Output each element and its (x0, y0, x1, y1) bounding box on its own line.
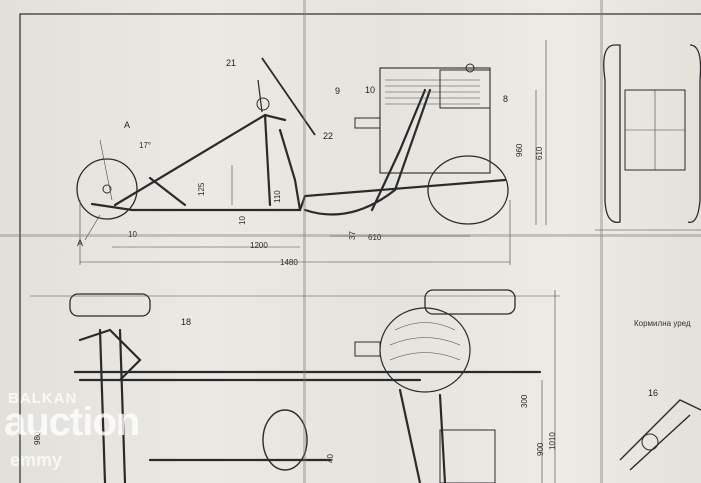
dim-extension-lines (79, 200, 511, 265)
dim-1200: 1200 (250, 241, 268, 250)
dim-125: 125 (197, 182, 206, 196)
watermark-line-2: auction (4, 400, 140, 444)
fold-crease-horizontal (0, 234, 701, 237)
angle-label: 17° (139, 141, 151, 150)
fuel-cap (465, 63, 475, 73)
plan-dim-verticals (541, 290, 556, 483)
rear-wheel (427, 155, 509, 225)
dim-10-vertical: 10 (238, 216, 247, 225)
steering-wheel (261, 57, 316, 136)
fuel-tank (439, 69, 491, 109)
section-line-a (84, 139, 113, 241)
plan-steering-wheel (262, 409, 308, 471)
plan-side-rails (98, 328, 127, 483)
dim-610: 610 (368, 233, 382, 242)
front-view-tire-right (687, 44, 701, 223)
plan-rear-wheel (424, 289, 516, 315)
dim-610-vertical: 610 (535, 146, 544, 160)
part-label-16: 16 (648, 388, 658, 398)
steering-hub (256, 97, 270, 111)
carburetor (354, 117, 381, 129)
dim-300: 300 (520, 394, 529, 408)
detail-steering-part (619, 399, 701, 471)
dim-900: 900 (536, 442, 545, 456)
dim-1010: 1010 (548, 432, 557, 450)
front-view-centerlines (625, 90, 685, 170)
part-label-21: 21 (226, 58, 236, 68)
auction-watermark: BALKAN auction emmy (2, 390, 192, 480)
part-label-9: 9 (335, 86, 340, 96)
watermark-line-3: emmy (10, 450, 63, 470)
drawing-border (19, 13, 701, 483)
front-wheel (76, 158, 138, 220)
engine-fins (385, 79, 480, 105)
dim-10: 10 (128, 230, 137, 239)
steering-shaft (257, 79, 263, 113)
dim-40: 40 (326, 454, 335, 463)
dim-960: 960 (515, 143, 524, 157)
seat-upright (263, 113, 272, 207)
plan-rear-supports (398, 388, 447, 483)
part-label-18: 18 (181, 317, 191, 327)
dim-37: 37 (348, 231, 357, 240)
seat-back-tube (303, 88, 432, 216)
front-wheel-hub (102, 184, 112, 194)
plan-engine (379, 307, 471, 393)
dim-1480: 1480 (280, 258, 298, 267)
fold-crease-vertical-2 (600, 0, 603, 483)
dim-980: 980 (33, 431, 42, 445)
watermark-line-1: BALKAN (8, 390, 78, 407)
front-view-tire-left (603, 44, 621, 223)
plan-front-wheel (69, 293, 151, 317)
section-label-a-bottom: A (77, 238, 83, 248)
detail-bolt (641, 433, 659, 451)
front-brace (148, 176, 187, 207)
part-label-8: 8 (503, 94, 508, 104)
section-label-a-top: A (124, 120, 130, 130)
rear-brace (370, 88, 427, 212)
fold-crease-vertical-1 (303, 0, 306, 483)
dim-110: 110 (273, 190, 282, 203)
seat-support (278, 128, 302, 212)
plan-engine-fins (389, 322, 461, 361)
part-label-22: 22 (323, 131, 333, 141)
plan-seat (439, 429, 496, 483)
steering-caption: Кормилна уред (634, 319, 691, 328)
part-label-10: 10 (365, 85, 375, 95)
plan-carburetor (354, 341, 381, 357)
plan-front-axle-frame (78, 328, 142, 382)
